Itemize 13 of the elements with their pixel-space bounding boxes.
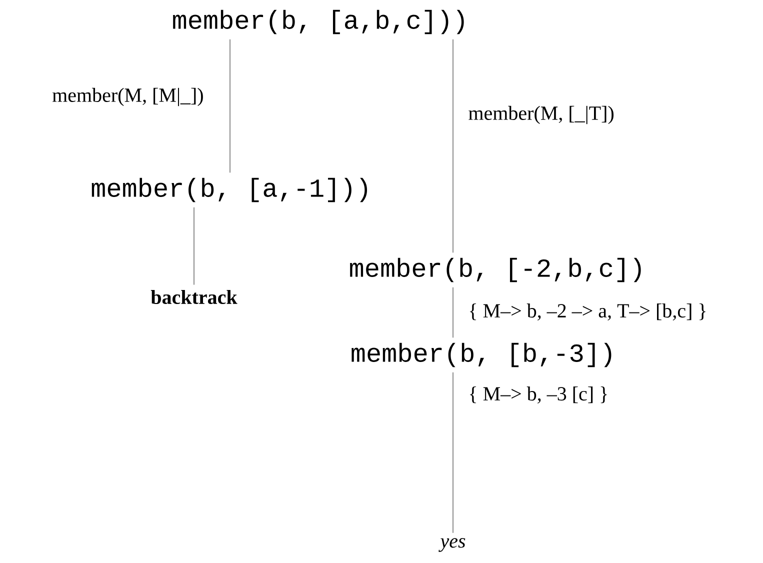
query-term: member(b, [b,-3]) <box>352 342 612 368</box>
tree-branch <box>452 287 454 338</box>
result-text: yes <box>438 538 466 552</box>
tree-branch <box>452 372 454 534</box>
query-term: member(b, [-2,b,c]) <box>350 258 641 282</box>
query-term: member(b, [a,b,c])) <box>173 10 464 34</box>
tree-branch <box>452 39 454 253</box>
edge-label: member(M, [_|T]) <box>468 106 614 124</box>
query-term: member(b, [a,-1])) <box>92 178 367 202</box>
edge-label: member(M, [M|_]) <box>52 88 203 106</box>
result-text: backtrack <box>150 290 238 304</box>
edge-label: { M–> b, –3 [c] } <box>470 386 607 404</box>
edge-label: { M–> b, –2 –> a, T–> [b,c] } <box>470 304 706 320</box>
